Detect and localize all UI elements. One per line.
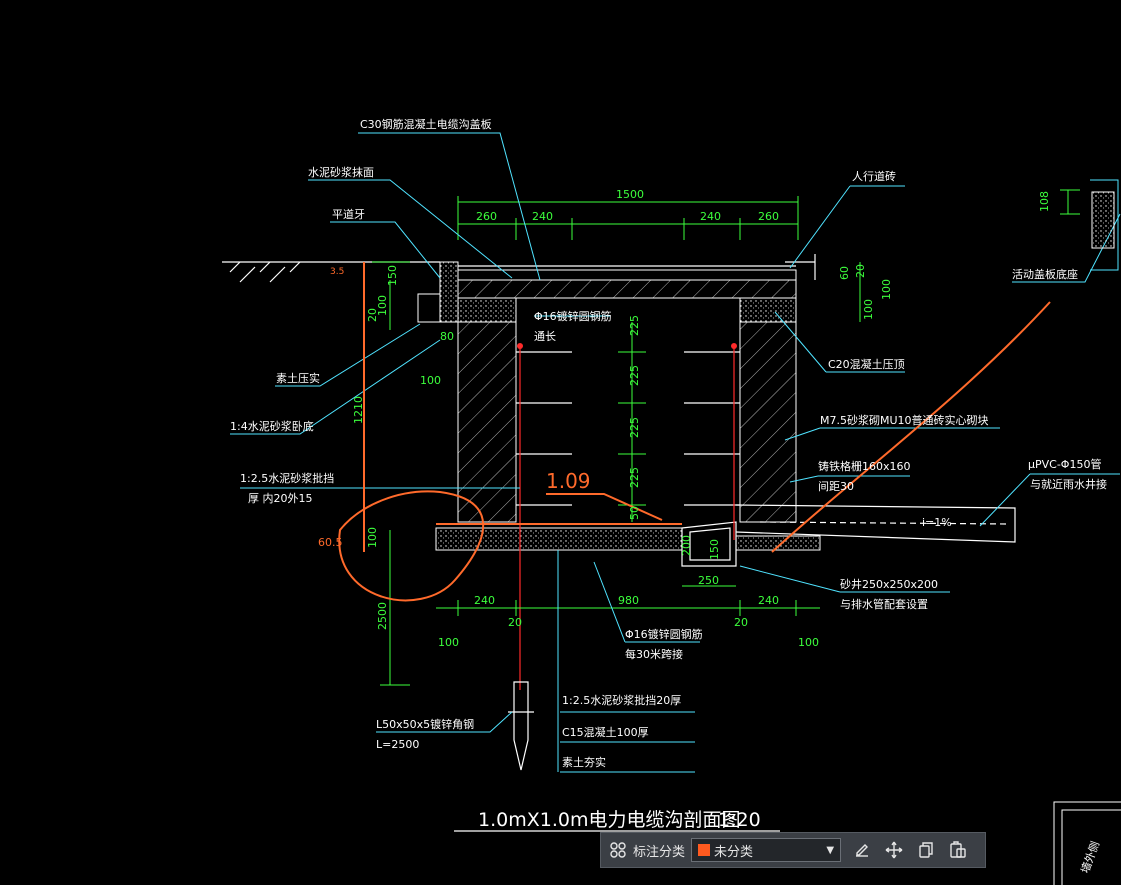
markup-value-1: 1.09 <box>546 469 591 493</box>
label-pvc-2: 与就近雨水井接 <box>1030 477 1107 491</box>
label-plaster-bottom: 1:2.5水泥砂浆批挡20厚 <box>562 693 681 707</box>
label-exterior-right: 墙外侧 <box>1078 839 1102 875</box>
dim-20c: 20 <box>734 616 748 629</box>
label-walkway-brick: 人行道砖 <box>852 169 896 183</box>
label-cover-plate: C30钢筋混凝土电缆沟盖板 <box>360 117 492 131</box>
curb <box>417 261 459 323</box>
dim-20d: 20 <box>854 264 867 278</box>
left-wall <box>457 297 517 523</box>
label-rebar-bot-1: Φ16镀锌圆钢筋 <box>625 627 703 641</box>
ground-line <box>222 254 816 283</box>
category-color-swatch <box>698 844 711 856</box>
category-selected: 未分类 <box>714 844 754 860</box>
dim-108: 108 <box>1038 191 1051 212</box>
cable-brackets <box>516 351 740 506</box>
label-angle-2: L=2500 <box>376 738 419 751</box>
dim-1500: 1500 <box>616 188 644 201</box>
drawing-title-block: 1.0mX1.0m电力电缆沟剖面图 1:20 <box>454 809 780 832</box>
dim-20: 20 <box>366 308 379 322</box>
markup-annotations[interactable] <box>338 262 1051 602</box>
label-plaster-2: 厚 内20外15 <box>248 491 313 505</box>
side-detail <box>1053 191 1121 885</box>
chevron-down-icon: ▼ <box>826 844 835 856</box>
category-select[interactable]: 未分类 ▼ <box>691 838 842 862</box>
dim-100d: 100 <box>798 636 819 649</box>
dim-240d: 240 <box>758 594 779 607</box>
base-slab <box>435 521 821 567</box>
dimension-lines <box>372 189 1080 686</box>
label-curb: 平道牙 <box>332 207 365 221</box>
markup-value-3: 3.5 <box>330 267 344 277</box>
label-grille-1: 铸铁格栅160x160 <box>818 459 911 473</box>
dim-260b: 260 <box>758 210 779 223</box>
label-rammed-soil: 素土压实 <box>276 371 320 385</box>
right-wall <box>739 297 797 523</box>
dim-240b: 240 <box>700 210 721 223</box>
toolbar-label: 标注分类 <box>633 844 686 860</box>
dim-100e: 100 <box>366 527 379 548</box>
label-mortar-surface: 水泥砂浆抹面 <box>308 165 374 179</box>
edit-icon[interactable] <box>851 839 873 861</box>
dim-1210: 1210 <box>352 396 365 424</box>
label-sump-2: 与排水管配套设置 <box>840 597 928 611</box>
dim-100: 100 <box>376 295 389 316</box>
dim-225a: 225 <box>628 315 641 336</box>
dim-225b: 225 <box>628 365 641 386</box>
dim-240c: 240 <box>474 594 495 607</box>
drawing-scale: 1:20 <box>718 809 761 831</box>
grid-icon[interactable] <box>607 839 629 861</box>
dim-260a: 260 <box>476 210 497 223</box>
dim-200: 200 <box>680 535 693 556</box>
dim-100f: 100 <box>862 299 875 320</box>
label-rebar-bot-2: 每30米跨接 <box>625 647 683 661</box>
label-grille-2: 间距30 <box>818 480 854 493</box>
label-movable-cover: 活动盖板底座 <box>1012 267 1078 281</box>
dim-225d: 225 <box>628 467 641 488</box>
dim-60: 60 <box>838 266 851 280</box>
dim-100g: 100 <box>880 279 893 300</box>
rebars <box>517 343 737 690</box>
markup-value-2: 60.5 <box>318 536 343 549</box>
dim-2500: 2500 <box>376 602 389 630</box>
label-rebar-top-1: Φ16镀锌圆钢筋 <box>534 309 612 323</box>
label-rammed-soil-2: 素土夯实 <box>562 755 606 769</box>
dim-20b: 20 <box>508 616 522 629</box>
leader-lines <box>230 132 1121 773</box>
dim-100c: 100 <box>438 636 459 649</box>
label-c20-beam: C20混凝土压顶 <box>828 357 905 371</box>
label-sump-1: 砂井250x250x200 <box>840 577 938 591</box>
dim-225c: 225 <box>628 417 641 438</box>
annotation-toolbar: 标注分类 未分类 ▼ <box>600 832 986 868</box>
dim-100b: 100 <box>420 374 441 387</box>
label-angle-1: L50x50x5镀锌角钢 <box>376 717 474 731</box>
label-c15-base: C15混凝土100厚 <box>562 725 649 739</box>
dim-240a: 240 <box>532 210 553 223</box>
dim-980: 980 <box>618 594 639 607</box>
paste-icon[interactable] <box>947 839 969 861</box>
dim-150b: 150 <box>708 539 721 560</box>
dim-150: 150 <box>386 265 399 286</box>
label-plaster-1: 1:2.5水泥砂浆批挡 <box>240 471 334 485</box>
drawing-title: 1.0mX1.0m电力电缆沟剖面图 <box>478 809 740 831</box>
dim-250: 250 <box>698 574 719 587</box>
move-icon[interactable] <box>883 839 905 861</box>
cover-plate <box>457 265 797 299</box>
drain-pipe <box>735 504 1016 543</box>
label-masonry: M7.5砂浆砌MU10普通砖实心砌块 <box>820 413 989 427</box>
dim-50: 50 <box>628 506 641 520</box>
label-rebar-top-2: 通长 <box>534 330 556 343</box>
copy-icon[interactable] <box>915 839 937 861</box>
angle-steel <box>508 681 534 771</box>
label-mortar-bed: 1:4水泥砂浆卧底 <box>230 419 314 433</box>
label-slope: i=1% <box>922 516 952 529</box>
label-pvc-1: μPVC-Φ150管 <box>1028 457 1101 471</box>
dim-80: 80 <box>440 330 454 343</box>
